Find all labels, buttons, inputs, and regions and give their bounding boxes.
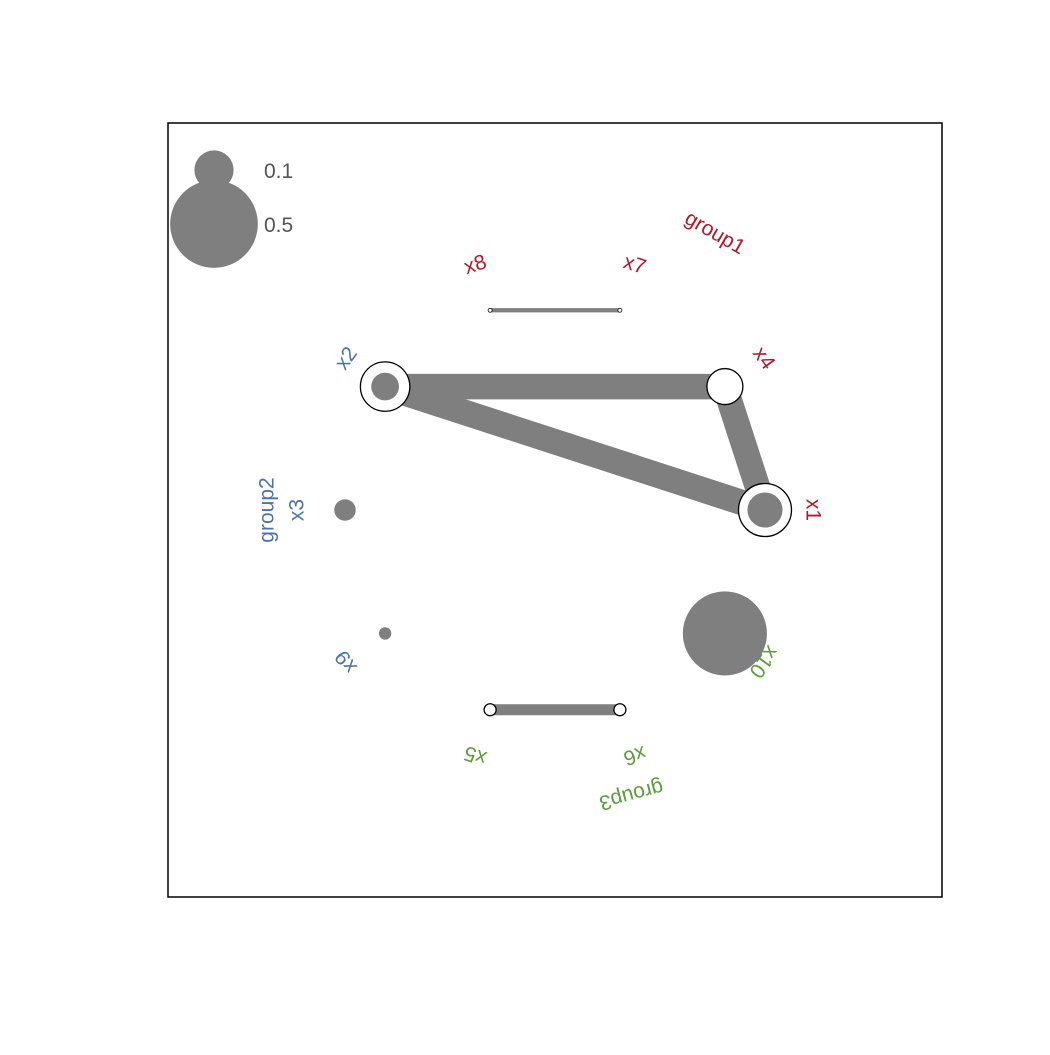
node-label-x4: x4 [748,343,780,375]
legend-label-0.1: 0.1 [264,160,293,183]
node-label-x5: x5 [461,741,489,770]
node-ring-x4 [706,367,744,406]
node-value-x9 [378,627,392,640]
node-x8 [487,307,493,313]
node-x9 [378,627,392,640]
node-value-x10 [682,591,767,676]
group-label-group2: group2 [256,477,279,542]
legend-circle-0.5 [170,180,258,268]
node-label-x1: x1 [802,499,825,521]
nodes-layer [334,307,793,717]
node-ring-x8 [487,307,493,313]
node-ring-x6 [613,703,627,717]
node-label-x7: x7 [621,250,649,279]
node-value-x2 [371,372,399,401]
legend-circle-0.1 [194,150,234,190]
node-x4 [706,367,744,406]
plot-frame [167,122,943,898]
node-label-x9: x9 [330,646,362,677]
node-x3 [334,499,356,521]
node-x2 [359,361,411,412]
node-value-x1 [747,492,783,528]
node-value-x3 [334,499,356,521]
node-label-x2: x2 [330,343,362,374]
node-ring-x5 [483,703,497,717]
edges-layer [381,308,778,716]
size-legend: 0.1 0.5 [170,150,293,268]
legend-label-0.5: 0.5 [264,214,293,237]
node-label-x8: x8 [461,250,489,279]
node-label-x6: x6 [621,741,649,770]
node-x5 [483,703,497,717]
node-x7 [617,307,623,313]
group-label-group3: group3 [597,775,666,814]
node-ring-x7 [617,307,623,313]
group-label-group1: group1 [681,207,749,260]
node-label-x3: x3 [286,499,309,521]
node-x1 [737,482,793,538]
legend-item-0.5: 0.5 [170,180,293,268]
node-x6 [613,703,627,717]
legend-item-0.1: 0.1 [194,150,293,190]
node-x10 [682,591,767,676]
edge-x2-x1 [381,374,769,523]
